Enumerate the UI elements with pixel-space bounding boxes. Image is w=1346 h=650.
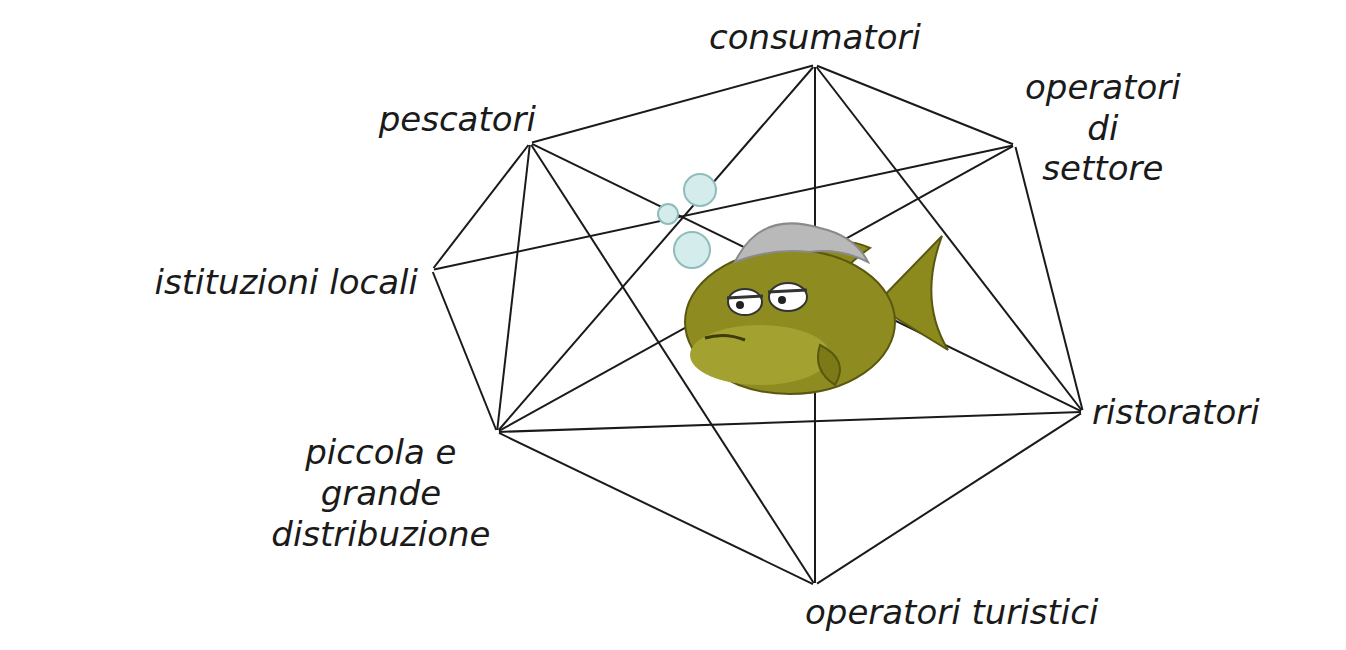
network-line [499, 146, 1013, 431]
stakeholder-node: istituzioni locali [430, 268, 434, 272]
fish-hair [735, 223, 868, 262]
stakeholder-node: operatori turistici [813, 583, 817, 587]
fish-pupil [778, 296, 786, 304]
stakeholder-node: piccola e grande distribuzione [495, 430, 499, 434]
bubble [658, 204, 678, 224]
fish-eye [769, 283, 807, 311]
fish-body [685, 250, 895, 394]
bubble [674, 232, 710, 268]
fish-pupil [736, 301, 744, 309]
network-line [433, 272, 496, 430]
stakeholder-label: istituzioni locali [155, 262, 418, 303]
fish-side-fin [818, 345, 840, 385]
network-line [532, 144, 1081, 411]
fish-belly [690, 325, 830, 385]
stakeholder-label: pescatori [379, 99, 536, 140]
stakeholder-label: operatori turistici [805, 592, 1098, 633]
stakeholder-label: piccola e grande distribuzione [263, 432, 499, 554]
fish-eye [728, 289, 762, 315]
fish-eyelid [727, 296, 763, 298]
bubble [684, 174, 716, 206]
stakeholder-node: pescatori [528, 141, 532, 145]
network-line [499, 412, 1081, 432]
stakeholder-node: operatori di settore [1013, 143, 1017, 147]
stakeholder-node: ristoratori [1081, 410, 1085, 414]
network-line [497, 145, 530, 430]
stakeholder-label: operatori di settore [1025, 67, 1181, 189]
fish-mouth [705, 335, 745, 340]
network-line [817, 413, 1081, 583]
stakeholder-node: consumatori [813, 63, 817, 67]
network-line [532, 66, 813, 143]
fish-eyelid [768, 290, 807, 292]
network-line [434, 145, 529, 268]
stakeholder-label: ristoratori [1092, 392, 1260, 433]
stakeholder-label: consumatori [709, 17, 921, 58]
